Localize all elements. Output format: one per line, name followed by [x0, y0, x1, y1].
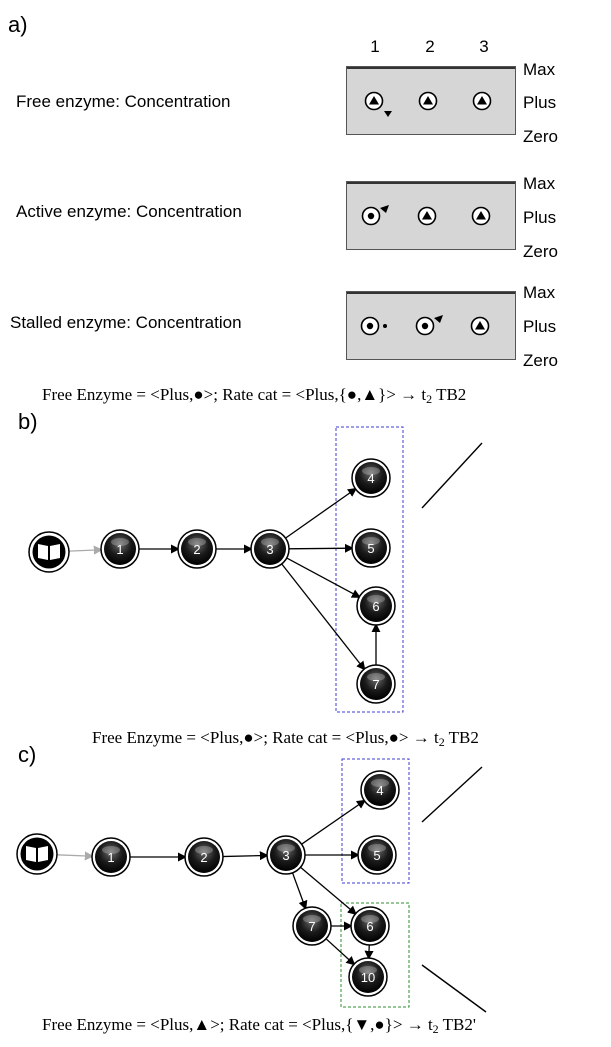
node-c-5-label: 5	[373, 848, 380, 863]
node-b-5-label: 5	[367, 541, 374, 556]
panel-b-highlight-box	[335, 426, 404, 713]
column-number-2: 2	[425, 37, 435, 56]
node-c-2-label: 2	[200, 850, 207, 865]
node-b-7: 7	[356, 664, 396, 704]
node-b-4-label: 4	[367, 471, 374, 486]
panel-c-callout-line-top	[421, 766, 483, 823]
stalled-col1-steady-icon	[360, 316, 387, 336]
free-col1-increasing-decreasing-icon	[364, 91, 392, 117]
edge-b-3-to-4	[283, 487, 358, 540]
level-plus-label: Plus	[523, 208, 557, 227]
node-b-4: 4	[351, 458, 391, 498]
row-label-active-enzyme: Active enzyme: Concentration	[16, 202, 242, 221]
level-plus-label: Plus	[523, 93, 557, 112]
column-number-3: 3	[479, 37, 489, 56]
node-c-6-label: 6	[366, 919, 373, 934]
node-c-4: 4	[360, 770, 400, 810]
panel-c-highlight-box-bottom	[340, 902, 410, 1008]
panel-c-caption: Free Enzyme = <Plus,●>; Rate cat = <Plus…	[92, 728, 479, 749]
edge-b-3-to-6	[284, 556, 361, 599]
node-b-7-label: 7	[372, 677, 379, 692]
level-zero-label: Zero	[523, 242, 558, 261]
source-node-b-icon	[28, 531, 70, 573]
panel-b-label: b)	[18, 409, 38, 434]
node-c-3-label: 3	[282, 848, 289, 863]
panel-c-highlight-box-top	[341, 758, 410, 884]
node-c-7: 7	[292, 906, 332, 946]
node-b-1-label: 1	[116, 542, 123, 557]
panel-c-label: c)	[18, 742, 37, 767]
row-label-stalled-enzyme: Stalled enzyme: Concentration	[10, 313, 242, 332]
edge-c-2-to-3	[220, 851, 269, 861]
level-zero-label: Zero	[523, 351, 558, 370]
node-c-10-label: 10	[361, 970, 375, 985]
panel-a-label: a)	[8, 12, 28, 37]
node-c-3: 3	[266, 835, 306, 875]
row-label-free-enzyme: Free enzyme: Concentration	[16, 92, 231, 111]
node-b-6-label: 6	[372, 599, 379, 614]
source-node-c-icon	[16, 833, 58, 875]
edge-b-3-to-5	[286, 543, 354, 553]
node-b-2: 2	[177, 529, 217, 569]
stalled-col2-steady-increasing-icon	[415, 315, 443, 336]
edge-c-3-to-4	[299, 799, 366, 846]
node-b-2-label: 2	[193, 542, 200, 557]
qualitative-state-icons	[360, 91, 492, 336]
edge-c-7-to-10	[324, 936, 356, 966]
node-c-4-label: 4	[376, 783, 383, 798]
edge-c-src-to-1	[56, 851, 94, 861]
level-max-label: Max	[523, 174, 556, 193]
node-c-6: 6	[350, 906, 390, 946]
panel-b-caption: Free Enzyme = <Plus,●>; Rate cat = <Plus…	[42, 385, 467, 406]
edge-c-3-to-7	[291, 870, 308, 910]
active-col1-steady-increasing-icon	[361, 205, 389, 226]
node-c-2: 2	[184, 837, 224, 877]
node-b-3: 3	[250, 529, 290, 569]
node-c-5: 5	[357, 835, 397, 875]
level-max-label: Max	[523, 283, 556, 302]
bottom-caption: Free Enzyme = <Plus,▲>; Rate cat = <Plus…	[42, 1015, 476, 1036]
node-c-10: 10	[348, 957, 388, 997]
level-max-label: Max	[523, 60, 556, 79]
edge-b-3-to-7	[279, 561, 366, 671]
node-b-5: 5	[351, 528, 391, 568]
node-b-3-label: 3	[266, 542, 273, 557]
node-c-7-label: 7	[308, 919, 315, 934]
node-c-1: 1	[91, 837, 131, 877]
edge-b-src-to-1	[68, 545, 103, 555]
column-number-1: 1	[370, 37, 380, 56]
node-b-6: 6	[356, 586, 396, 626]
panel-c-callout-line-bottom	[421, 964, 487, 1013]
node-c-1-label: 1	[107, 850, 114, 865]
edge-c-3-to-6	[298, 865, 357, 915]
node-b-1: 1	[100, 529, 140, 569]
level-zero-label: Zero	[523, 127, 558, 146]
panel-b-callout-line	[421, 442, 483, 509]
level-plus-label: Plus	[523, 317, 557, 336]
